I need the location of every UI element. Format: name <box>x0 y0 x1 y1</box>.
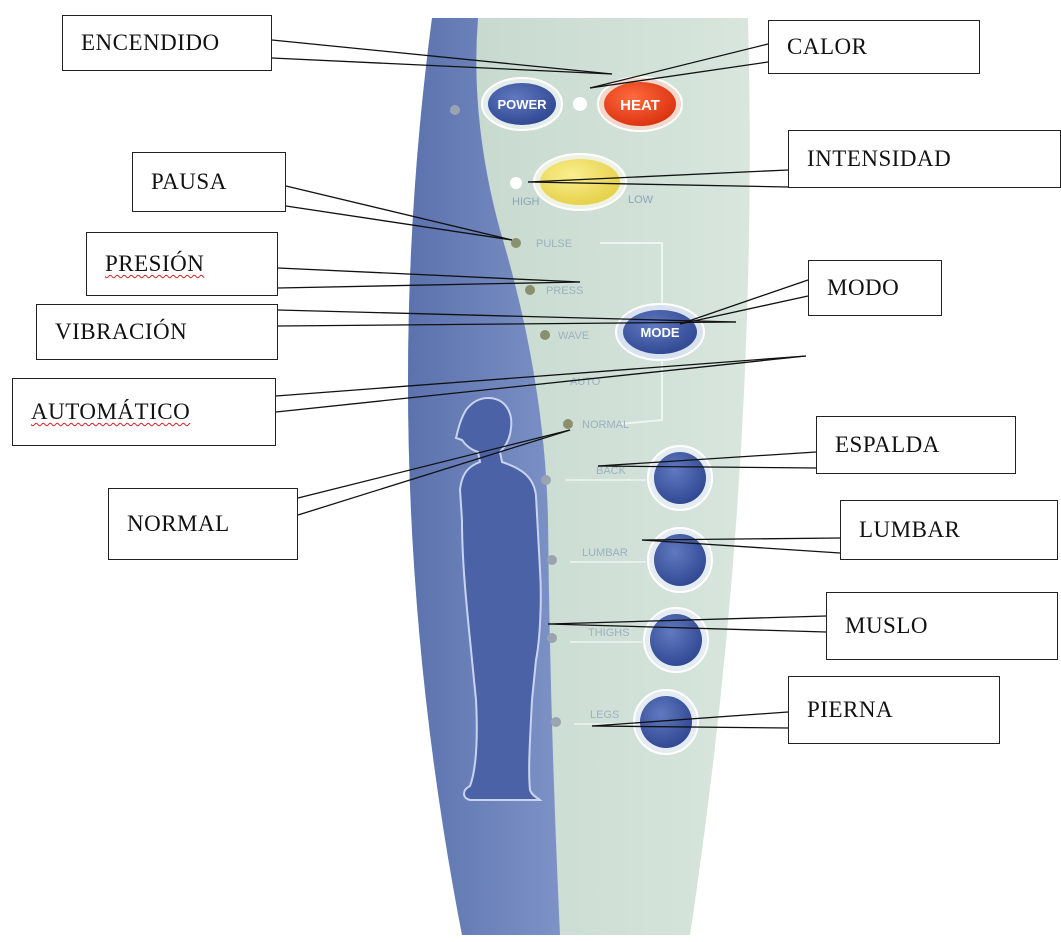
mode-button[interactable]: MODE <box>615 303 705 361</box>
mode-label-wave: WAVE <box>558 330 589 342</box>
callout-pausa: PAUSA <box>132 152 286 212</box>
mode-label-press: PRESS <box>546 285 583 297</box>
callout-pierna: PIERNA <box>788 676 1000 744</box>
callout-automatico-text: AUTOMÁTICO <box>31 399 191 424</box>
callout-calor: CALOR <box>768 20 980 74</box>
power-button-label: POWER <box>497 97 547 112</box>
callout-muslo: MUSLO <box>826 592 1058 660</box>
zone-label-back: BACK <box>596 465 627 477</box>
callout-modo: MODO <box>808 260 942 316</box>
callout-presion-text: PRESIÓN <box>105 251 205 276</box>
power-button[interactable]: POWER <box>481 77 563 131</box>
intensity-button[interactable] <box>533 153 627 211</box>
heat-indicator-light <box>573 97 587 111</box>
human-silhouette-icon <box>454 396 543 801</box>
zone-label-lumbar: LUMBAR <box>582 547 628 559</box>
callout-normal: NORMAL <box>108 488 298 560</box>
callout-lumbar: LUMBAR <box>840 500 1058 560</box>
callout-vibracion: VIBRACIÓN <box>36 304 278 360</box>
zone-button-back[interactable] <box>647 445 713 511</box>
zone-label-legs: LEGS <box>590 709 619 721</box>
mode-button-label: MODE <box>641 325 680 340</box>
callout-encendido: ENCENDIDO <box>62 15 272 71</box>
heat-button-label: HEAT <box>620 97 660 114</box>
zone-button-lumbar[interactable] <box>647 527 713 593</box>
zone-button-legs[interactable] <box>633 689 699 755</box>
heat-button[interactable]: HEAT <box>597 76 683 132</box>
zone-label-thighs: THIGHS <box>588 627 630 639</box>
callout-automatico: AUTOMÁTICO <box>12 378 276 446</box>
leader-lines <box>271 39 841 729</box>
mode-label-normal: NORMAL <box>582 419 629 431</box>
mode-group-bracket <box>600 242 663 320</box>
indicator-dots <box>450 105 573 727</box>
callout-intensidad: INTENSIDAD <box>788 130 1061 188</box>
intensity-indicator-light <box>510 177 522 189</box>
callout-espalda: ESPALDA <box>816 416 1016 474</box>
intensity-low-label: LOW <box>628 194 654 206</box>
mode-label-pulse: PULSE <box>536 238 572 250</box>
zone-button-thighs[interactable] <box>643 607 709 673</box>
callout-presion: PRESIÓN <box>86 232 278 296</box>
intensity-high-label: HIGH <box>512 196 540 208</box>
